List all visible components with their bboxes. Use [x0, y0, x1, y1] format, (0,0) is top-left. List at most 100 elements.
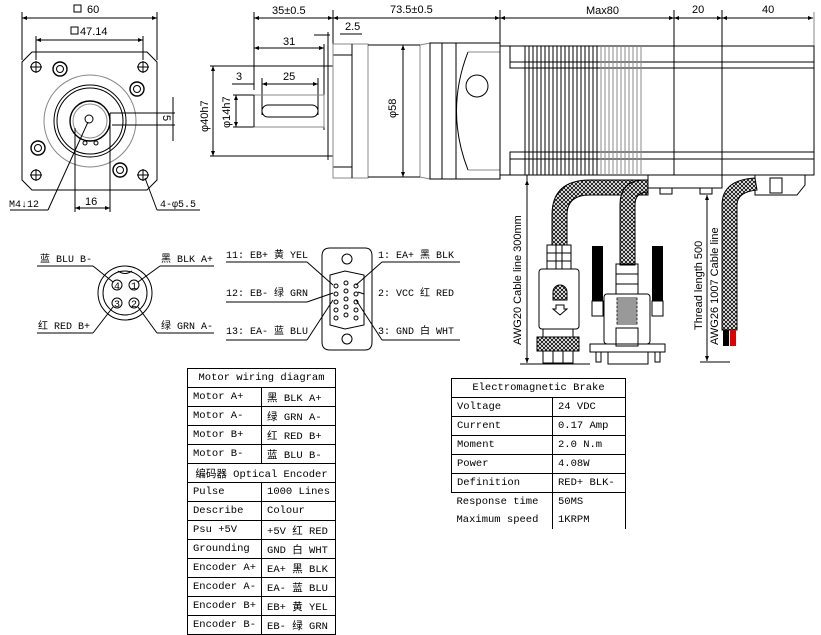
- square-symbol-icon: [73, 4, 82, 13]
- cell: Maximum speed: [451, 511, 553, 529]
- dim-square-inner: 47.14: [80, 26, 108, 38]
- cell: 24 VDC: [552, 397, 626, 417]
- db-pin: [333, 299, 339, 305]
- cell: Grounding: [186, 539, 263, 559]
- pin-1: 1: [131, 282, 137, 293]
- cell: Motor A-: [186, 406, 263, 426]
- table-row: Motor A+黑 BLK A+: [186, 387, 337, 407]
- pin-2: 2: [131, 300, 137, 311]
- db-pin: [333, 291, 339, 297]
- pin-4: 4: [114, 282, 120, 293]
- slot: [616, 321, 638, 325]
- cell: 50MS: [552, 492, 626, 511]
- cell: 蓝 BLU B-: [261, 444, 337, 464]
- dim-key-length: 25: [283, 71, 295, 83]
- encoder-table-title: 编码器 Optical Encoder: [186, 463, 337, 483]
- label-pin13: 13: EA- 蓝 BLU: [226, 325, 308, 338]
- table-row: Encoder B+EB+ 黄 YEL: [186, 596, 337, 616]
- dim-gearbox-length: 73.5±0.5: [390, 4, 433, 16]
- db-pin: [343, 296, 349, 302]
- cell: Motor B+: [186, 425, 263, 445]
- dim-square-outer: 60: [87, 4, 99, 16]
- cell: 绿 GRN A-: [261, 406, 337, 426]
- db-pin: [343, 312, 349, 318]
- cell: 0.17 Amp: [552, 416, 626, 436]
- db-pin: [333, 283, 339, 289]
- table-row: Encoder A-EA- 蓝 BLU: [186, 577, 337, 597]
- encoder-connector-diagram: 11: EB+ 黄 YEL 12: EB- 绿 GRN 13: EA- 蓝 BL…: [226, 247, 460, 351]
- label-pin3: 3: GND 白 WHT: [378, 324, 454, 338]
- cell: EA+ 黑 BLK: [261, 558, 337, 578]
- cell: Pulse: [186, 482, 263, 502]
- cell: Motor B-: [186, 444, 263, 464]
- slot: [616, 305, 638, 309]
- cell: Power: [451, 454, 553, 474]
- db-pin: [343, 304, 349, 310]
- db-pin: [353, 291, 359, 297]
- dim-pilot-dia: φ40h7: [199, 100, 211, 132]
- cell: +5V 红 RED: [261, 520, 337, 540]
- motor-connector-diagram: 4 1 3 2 蓝 BLU B- 黑 BLK A+ 红 RED B+ 绿 GRN…: [37, 253, 214, 334]
- side-view: 35±0.5 73.5±0.5 Max80 20 40 2.5 31 3 25 …: [199, 4, 815, 195]
- cell: EA- 蓝 BLU: [261, 577, 337, 597]
- table-row: Motor B-蓝 BLU B-: [186, 444, 337, 464]
- dim-brake: 40: [762, 4, 774, 16]
- thread-label: M4↓12: [9, 200, 39, 211]
- dim-shaft-dia: φ14h7: [221, 96, 233, 128]
- cell: Moment: [451, 435, 553, 455]
- cell: RED+ BLK-: [552, 473, 626, 493]
- slot: [616, 309, 638, 313]
- dim-flange: 2.5: [345, 21, 360, 33]
- db-pin: [343, 288, 349, 294]
- dim-slot: 5: [160, 115, 172, 121]
- label-pin2: 2: VCC 红 RED: [378, 286, 454, 300]
- brake-table-title: Electromagnetic Brake: [451, 378, 626, 398]
- label-grn: 绿 GRN A-: [161, 319, 213, 333]
- mounting-hole: [30, 169, 42, 181]
- mounting-hole: [137, 169, 149, 181]
- cell: Motor A+: [186, 387, 263, 407]
- label-pin12: 12: EB- 绿 GRN: [226, 286, 308, 300]
- db-pin: [353, 315, 359, 321]
- db-pins: [333, 280, 359, 321]
- dim-encoder: 20: [692, 4, 704, 16]
- cell: Voltage: [451, 397, 553, 417]
- db-pin: [353, 283, 359, 289]
- thread-length-label: Thread length 500: [693, 241, 705, 330]
- cell: EB- 绿 GRN: [261, 615, 337, 635]
- dim-shaft-length: 35±0.5: [272, 5, 306, 17]
- cell: Response time: [451, 492, 553, 511]
- cell: Encoder B+: [186, 596, 263, 616]
- mounting-hole: [30, 61, 42, 73]
- cell: Describe: [186, 501, 263, 521]
- dim-31: 31: [283, 36, 295, 48]
- brake-cable-label: AWG26 1007 Cable line: [709, 227, 721, 345]
- label-pin1: 1: EA+ 黑 BLK: [378, 249, 454, 262]
- cell: 黑 BLK A+: [261, 387, 337, 407]
- cell: 1000 Lines: [261, 482, 337, 502]
- db-pin: [343, 280, 349, 286]
- dim-motor-length: Max80: [586, 5, 619, 17]
- db-connector-slots: [616, 297, 638, 325]
- cell: 2.0 N.m: [552, 435, 626, 455]
- cell: Psu +5V: [186, 520, 263, 540]
- db-pin: [333, 315, 339, 321]
- motor-wiring-table: Motor wiring diagram Motor A+黑 BLK A+ Mo…: [186, 368, 337, 635]
- motor-cooling-fins: [524, 46, 642, 175]
- cell: Encoder B-: [186, 615, 263, 635]
- label-blk: 黑 BLK A+: [161, 253, 213, 266]
- table-row: Motor A-绿 GRN A-: [186, 406, 337, 426]
- label-blu: 蓝 BLU B-: [40, 253, 92, 266]
- cell: Encoder A-: [186, 577, 263, 597]
- slot: [616, 313, 638, 317]
